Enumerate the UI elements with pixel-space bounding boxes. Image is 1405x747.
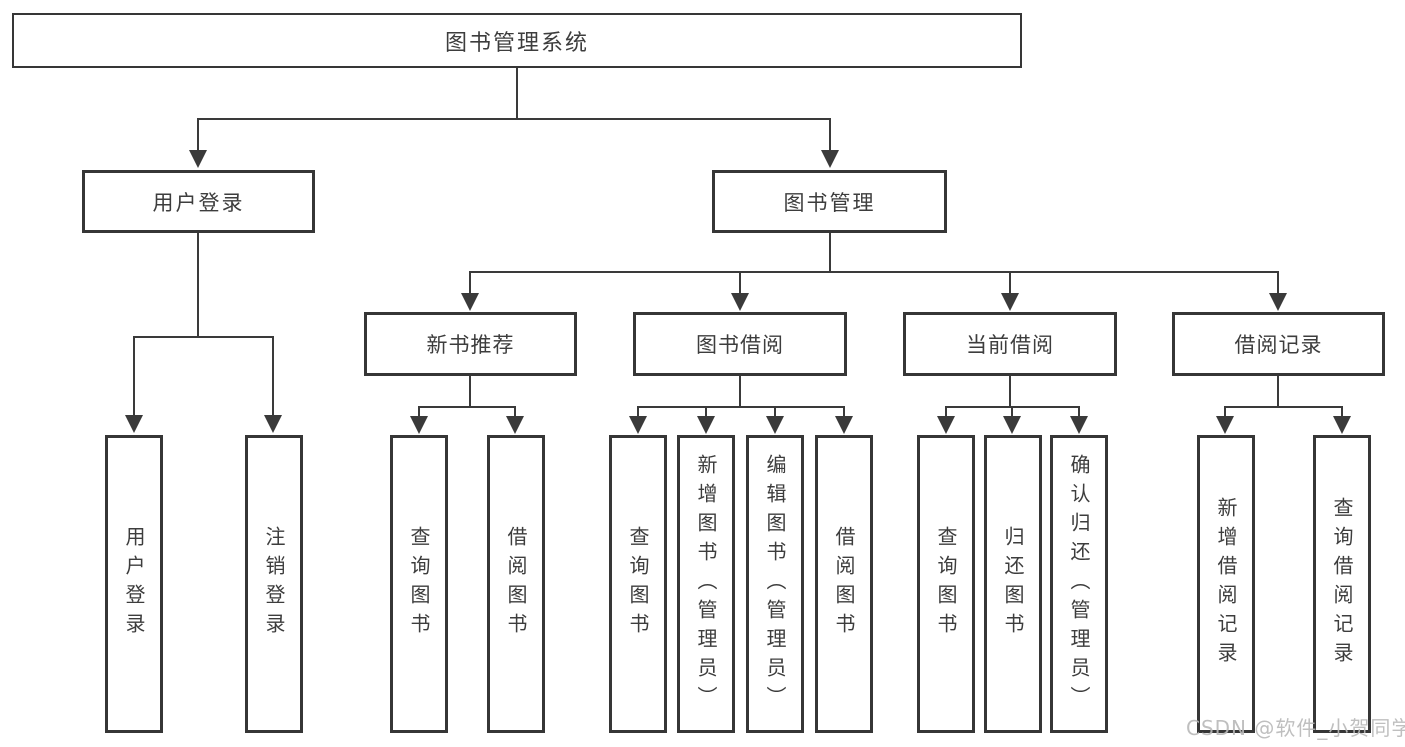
connector-line <box>272 336 274 418</box>
arrow-down-icon <box>1070 416 1088 434</box>
node-label: 借阅图书 <box>504 526 528 642</box>
node-borrowing-records: 借阅记录 <box>1172 312 1385 376</box>
connector-line <box>469 271 1279 273</box>
node-logout: 注销登录 <box>245 435 303 733</box>
node-user-login: 用户登录 <box>82 170 315 233</box>
connector-line <box>1224 406 1343 408</box>
node-add-books-admin: 新增图书（管理员） <box>677 435 735 733</box>
node-query-books: 查询图书 <box>609 435 667 733</box>
connector-line <box>637 406 844 408</box>
arrow-down-icon <box>1333 416 1351 434</box>
arrow-down-icon <box>731 293 749 311</box>
node-label: 确认归还（管理员） <box>1067 453 1091 715</box>
arrow-down-icon <box>1003 416 1021 434</box>
connector-line <box>133 336 274 338</box>
connector-line <box>739 271 741 295</box>
node-label: 新书推荐 <box>426 333 515 357</box>
node-label: 注销登录 <box>262 526 286 642</box>
node-label: 新增图书（管理员） <box>694 453 718 715</box>
node-return-books: 归还图书 <box>984 435 1042 733</box>
node-book-management: 图书管理 <box>712 170 947 233</box>
connector-line <box>1009 271 1011 295</box>
connector-line <box>133 336 135 418</box>
connector-line <box>1009 376 1011 408</box>
arrow-down-icon <box>766 416 784 434</box>
connector-line <box>1224 406 1226 420</box>
connector-line <box>739 376 741 408</box>
node-library-management-system: 图书管理系统 <box>12 13 1022 68</box>
node-book-borrowing: 图书借阅 <box>633 312 847 376</box>
node-label: 图书借阅 <box>696 333 784 357</box>
connector-line <box>418 406 420 420</box>
arrow-down-icon <box>264 415 282 433</box>
node-query-books: 查询图书 <box>917 435 975 733</box>
node-label: 图书管理系统 <box>444 30 589 56</box>
node-query-books: 查询图书 <box>390 435 448 733</box>
node-label: 用户登录 <box>152 190 245 215</box>
connector-line <box>197 118 831 120</box>
node-label: 查询图书 <box>407 526 431 642</box>
node-label: 借阅图书 <box>832 526 856 642</box>
node-label: 借阅记录 <box>1234 333 1323 357</box>
node-borrow-books: 借阅图书 <box>487 435 545 733</box>
node-user-login-leaf: 用户登录 <box>105 435 163 733</box>
node-confirm-return-admin: 确认归还（管理员） <box>1050 435 1108 733</box>
connector-line <box>514 406 516 420</box>
connector-line <box>829 233 831 273</box>
connector-line <box>1277 271 1279 295</box>
arrow-down-icon <box>410 416 428 434</box>
arrow-down-icon <box>937 416 955 434</box>
connector-line <box>774 406 776 420</box>
node-label: 查询借阅记录 <box>1330 497 1354 671</box>
node-label: 新增借阅记录 <box>1214 497 1238 671</box>
node-label: 图书管理 <box>783 190 876 215</box>
connector-line <box>637 406 639 420</box>
node-label: 查询图书 <box>626 526 650 642</box>
node-query-borrow-record: 查询借阅记录 <box>1313 435 1371 733</box>
arrow-down-icon <box>629 416 647 434</box>
node-label: 编辑图书（管理员） <box>763 453 787 715</box>
arrow-down-icon <box>1216 416 1234 434</box>
arrow-down-icon <box>1001 293 1019 311</box>
node-add-borrow-record: 新增借阅记录 <box>1197 435 1255 733</box>
connector-line <box>418 406 516 408</box>
node-label: 查询图书 <box>934 526 958 642</box>
connector-line <box>1341 406 1343 420</box>
arrow-down-icon <box>835 416 853 434</box>
node-label: 当前借阅 <box>966 333 1054 357</box>
arrow-down-icon <box>697 416 715 434</box>
node-new-book-recommendation: 新书推荐 <box>364 312 577 376</box>
connector-line <box>945 406 947 420</box>
arrow-down-icon <box>125 415 143 433</box>
connector-line <box>197 233 199 338</box>
arrow-down-icon <box>189 150 207 168</box>
arrow-down-icon <box>821 150 839 168</box>
connector-line <box>469 271 471 295</box>
node-borrow-books: 借阅图书 <box>815 435 873 733</box>
node-edit-books-admin: 编辑图书（管理员） <box>746 435 804 733</box>
csdn-watermark: CSDN @软件_小贺同学 <box>1186 716 1405 740</box>
connector-line <box>1078 406 1080 420</box>
node-label: 用户登录 <box>122 526 146 642</box>
connector-line <box>843 406 845 420</box>
connector-line <box>469 376 471 408</box>
arrow-down-icon <box>506 416 524 434</box>
node-label: 归还图书 <box>1001 526 1025 642</box>
connector-line <box>516 68 518 119</box>
connector-line <box>197 118 199 154</box>
arrow-down-icon <box>461 293 479 311</box>
connector-line <box>1277 376 1279 408</box>
connector-line <box>1011 406 1013 420</box>
node-current-borrowing: 当前借阅 <box>903 312 1117 376</box>
connector-line <box>829 118 831 154</box>
arrow-down-icon <box>1269 293 1287 311</box>
connector-line <box>705 406 707 420</box>
